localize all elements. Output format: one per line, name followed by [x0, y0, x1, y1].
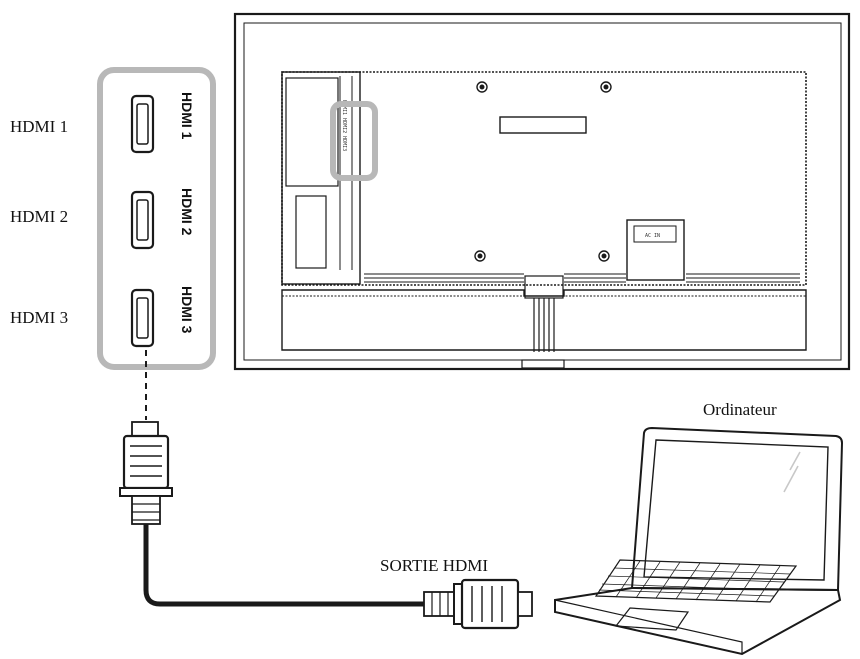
side-port-tiny-text: HDMI1 HDMI2 HDMI3 [341, 100, 347, 151]
label-plate [499, 116, 587, 134]
hdmi-port-1 [130, 94, 155, 154]
hdmi-output-label: SORTIE HDMI [380, 556, 488, 575]
panel-label-hdmi-1: HDMI 1 [179, 92, 195, 140]
monitor-port-highlight [330, 101, 378, 181]
stand-foot-tab [521, 359, 565, 369]
monitor-inner-frame [243, 22, 842, 361]
panel-label-hdmi-3: HDMI 3 [179, 286, 195, 334]
laptop-touchpad [614, 607, 690, 631]
stand-neck [524, 275, 564, 352]
laptop-computer [554, 426, 844, 656]
laptop-screen [643, 439, 829, 581]
monitor-outer-frame [233, 12, 851, 371]
cable-wire [143, 524, 424, 607]
port-label-hdmi-2: HDMI 2 [10, 207, 68, 226]
hdmi-cable [119, 350, 533, 630]
hdmi-port-panel: HDMI 1 HDMI 2 HDMI 3 [97, 67, 216, 370]
vesa-screw-top-left [476, 81, 488, 93]
panel-label-hdmi-2: HDMI 2 [179, 188, 195, 236]
vesa-screw-top-right [600, 81, 612, 93]
keyboard-keys [598, 560, 791, 603]
bottom-housing [281, 289, 807, 351]
hdmi-connector-computer-end [423, 578, 533, 630]
ac-power-inlet: AC IN [626, 219, 685, 281]
vesa-screw-bottom-left [474, 250, 486, 262]
svg-text:AC IN: AC IN [645, 233, 660, 239]
port-label-hdmi-1: HDMI 1 [10, 117, 68, 136]
hdmi-port-2 [130, 190, 155, 250]
computer-label: Ordinateur [703, 400, 777, 419]
monitor-rear-view: HDMI1 HDMI2 HDMI3 AC IN [233, 12, 851, 371]
hdmi-port-3 [130, 288, 155, 348]
hdmi-connector-monitor-end [119, 421, 173, 525]
laptop-screen-lid [630, 426, 844, 592]
port-panel-highlight [97, 67, 216, 370]
vesa-screw-bottom-right [598, 250, 610, 262]
port-label-hdmi-3: HDMI 3 [10, 308, 68, 327]
bottom-vent-grille [364, 273, 800, 283]
